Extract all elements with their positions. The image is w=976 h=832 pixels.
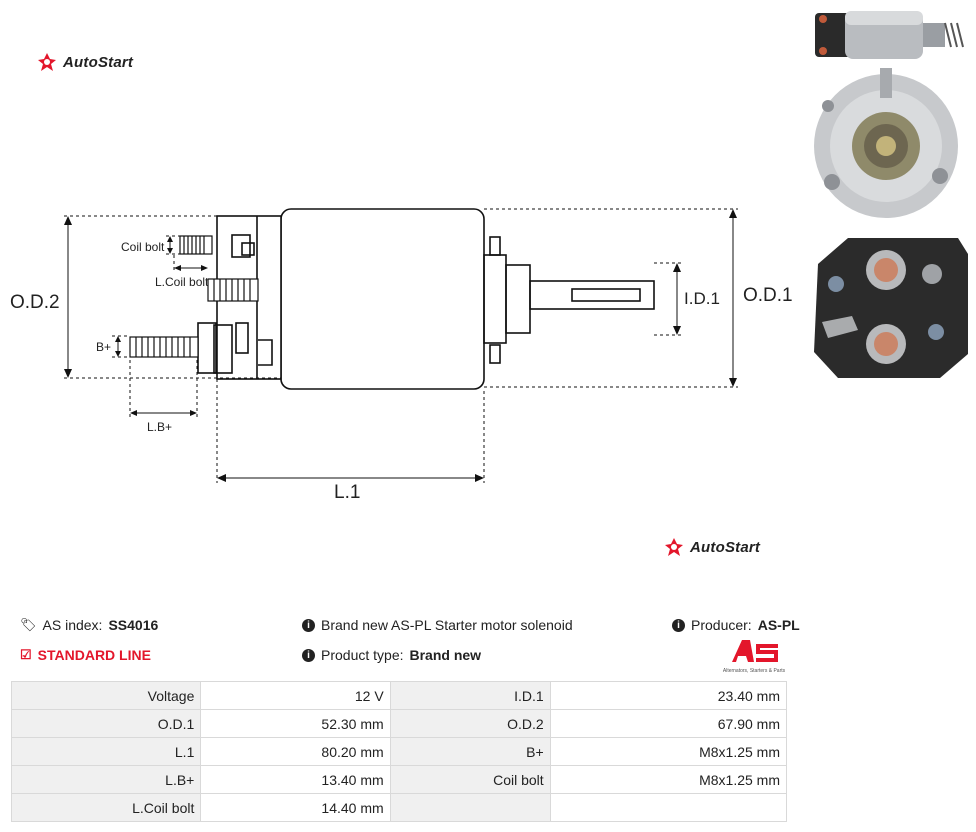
spec-value: 80.20 mm [200,737,391,766]
check-square-icon: ☑ [20,647,32,662]
brand-logo-text: AutoStart [63,53,134,71]
spec-label: O.D.2 [389,709,551,738]
spec-label: B+ [389,737,551,766]
spec-value [549,793,788,822]
autostart-logo-icon [665,538,683,556]
product-description: i Brand new AS-PL Starter motor solenoid [302,617,573,633]
spec-label: L.B+ [10,765,202,794]
spec-label: I.D.1 [389,681,551,710]
info-icon: i [672,618,685,632]
od1-label: O.D.1 [743,285,793,306]
info-icon: i [302,648,315,662]
producer: i Producer: AS-PL [672,617,800,633]
as-pl-logo: Alternators, Starters & Parts [716,640,792,674]
spec-label: O.D.1 [10,709,202,738]
plunger [529,280,655,310]
product-type-value: Brand new [409,647,482,663]
producer-label: Producer: [691,617,752,633]
spec-label: Voltage [10,681,202,710]
product-type-label: Product type: [321,647,404,663]
as-index-value: SS4016 [108,617,159,633]
solenoid-drawing: Coil bolt L.Coil bolt B+ L.B+ O.D.2 O.D.… [10,208,793,503]
l-coil-bolt-thread [207,278,259,302]
coil-bolt-thread [179,235,213,255]
producer-value: AS-PL [757,617,800,633]
spec-value: 67.90 mm [549,709,788,738]
spec-value: 14.40 mm [200,793,391,822]
od2-label: O.D.2 [10,292,60,313]
spec-label [389,793,551,822]
brand-logo-bottom: AutoStart [664,537,760,557]
b-plus-label: B+ [96,340,111,354]
spec-label: L.1 [10,737,202,766]
brand-logo-text: AutoStart [690,538,761,556]
tags-icon: 🏷 [20,617,37,632]
product-photo-terminals [808,234,970,380]
product-photo-side [805,5,970,65]
spec-value: 52.30 mm [200,709,391,738]
coil-bolt-label: Coil bolt [121,240,165,254]
spec-label: Coil bolt [389,765,551,794]
brand-logo-top: AutoStart [37,52,133,72]
spec-label: L.Coil bolt [10,793,202,822]
spec-value: 13.40 mm [200,765,391,794]
spec-value: M8x1.25 mm [549,765,788,794]
autostart-logo-icon [38,53,56,71]
as-pl-logo-icon [732,640,778,662]
spec-value: 23.40 mm [549,681,788,710]
product-photo-front [808,64,968,224]
description-text: Brand new AS-PL Starter motor solenoid [321,617,573,633]
id1-label: I.D.1 [684,289,720,308]
standard-line-label: STANDARD LINE [37,647,151,663]
standard-line-badge: ☑ STANDARD LINE [20,647,151,663]
l1-label: L.1 [334,482,360,503]
as-pl-tagline: Alternators, Starters & Parts [722,668,786,674]
spec-value: M8x1.25 mm [549,737,788,766]
l-coil-bolt-label: L.Coil bolt [155,275,209,289]
product-type: i Product type: Brand new [302,647,481,663]
spec-value: 12 V [200,681,391,710]
info-icon: i [302,618,315,632]
as-index-label: AS index: [42,617,103,633]
as-index: 🏷 AS index: SS4016 [20,617,158,633]
b-plus-thread [129,336,199,358]
solenoid-body [280,208,485,390]
l-b-plus-label: L.B+ [147,420,172,434]
